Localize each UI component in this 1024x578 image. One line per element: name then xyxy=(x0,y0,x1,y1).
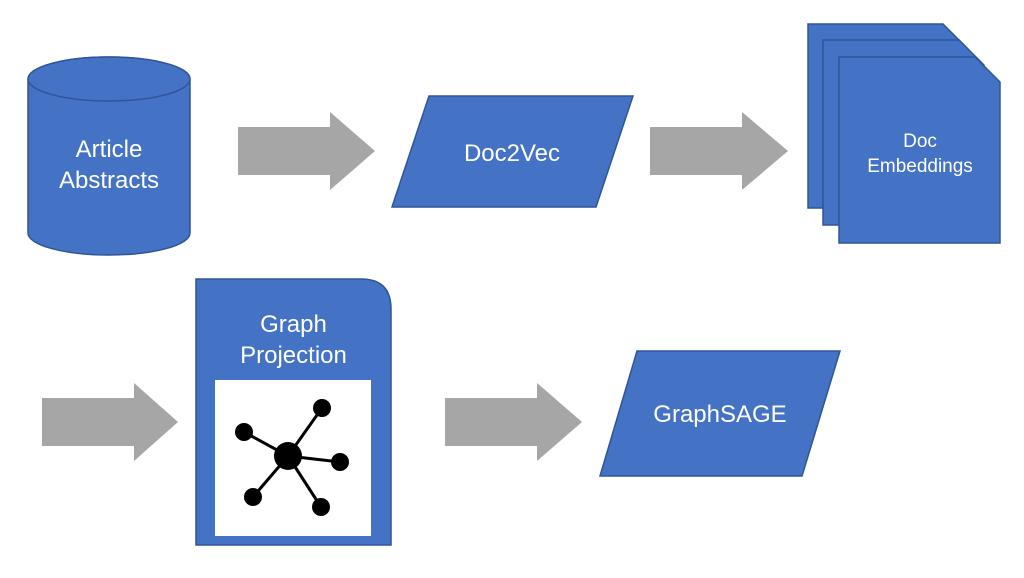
article-abstracts-label: Article Abstracts xyxy=(58,136,160,195)
network-graph-icon xyxy=(235,399,349,516)
doc-embeddings-label: Doc Embeddings xyxy=(867,131,973,177)
flow-arrow-1 xyxy=(238,112,375,190)
flow-arrow-3 xyxy=(42,383,178,461)
flow-arrow-4 xyxy=(445,383,582,461)
graphsage-parallelogram xyxy=(598,350,842,477)
graph-projection-label: Graph Projection xyxy=(240,311,347,370)
flow-arrow-2 xyxy=(650,112,788,190)
doc2vec-label: Doc2Vec xyxy=(463,140,561,167)
doc-embeddings-stack xyxy=(807,23,1001,244)
doc2vec-parallelogram xyxy=(390,95,635,208)
article-abstracts-cylinder xyxy=(27,56,191,256)
graphsage-label: GraphSAGE xyxy=(653,401,787,428)
